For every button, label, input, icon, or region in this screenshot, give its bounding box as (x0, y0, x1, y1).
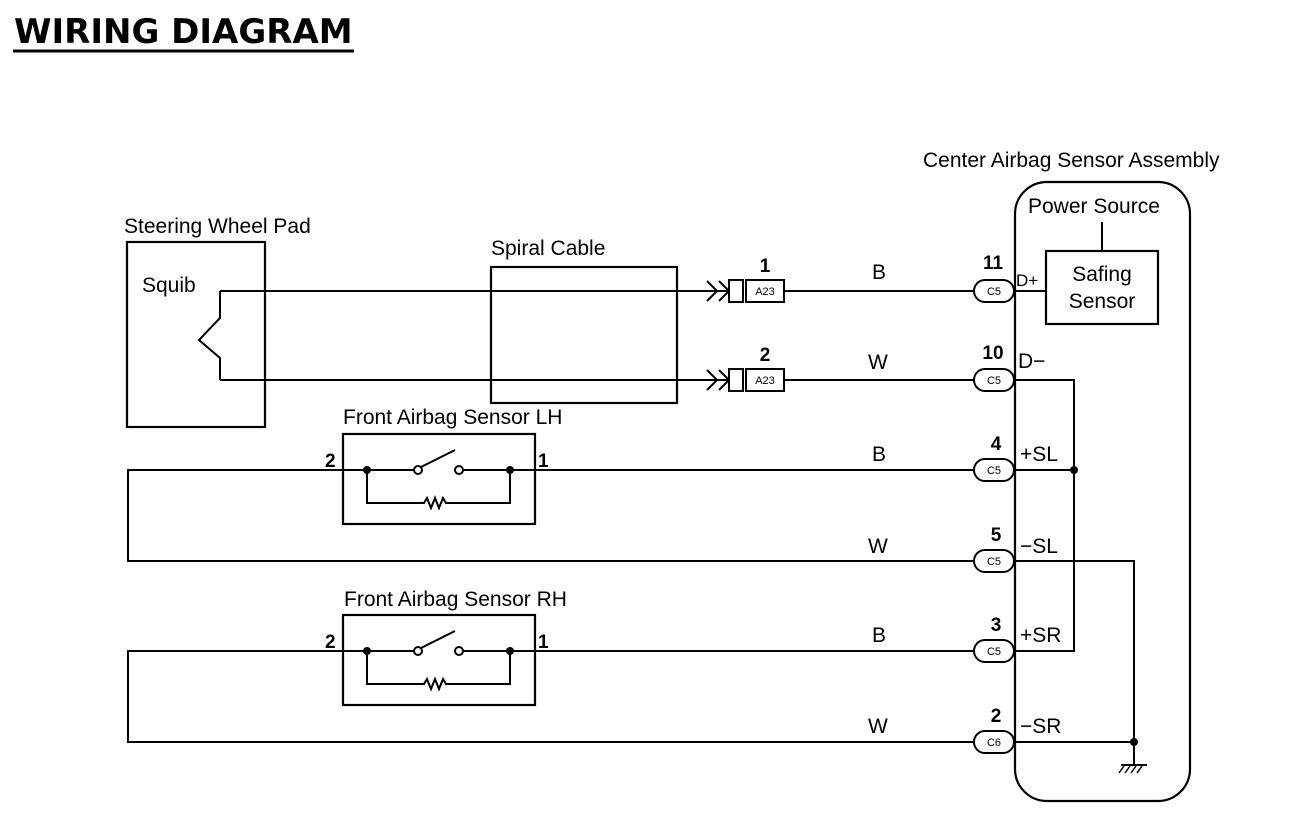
connector-c5-pin5: C5 5 (973, 525, 1015, 573)
safing-sensor-label: Safing (1072, 263, 1132, 286)
steering-wheel-pad: Steering Wheel Pad Squib (124, 215, 311, 429)
connector-box (973, 458, 1015, 482)
resistor-symbol (366, 651, 511, 692)
page-title: WIRING DIAGRAM (14, 12, 353, 52)
front-sensor-rh-box (341, 613, 537, 707)
terminal-label: D− (1018, 350, 1045, 373)
junction-dot (363, 647, 371, 655)
front-sensor-rh-label: Front Airbag Sensor RH (344, 588, 567, 611)
wire-color-label: W (868, 351, 888, 374)
squib-label: Squib (142, 274, 196, 297)
pin-number: 10 (982, 343, 1003, 364)
connector-c5-pin4: C5 4 (973, 434, 1015, 482)
pin-number: 3 (991, 615, 1002, 636)
wire-w-lh (127, 469, 974, 562)
sensor-pin-1: 1 (538, 632, 549, 653)
terminal-label: D+ (1016, 271, 1038, 290)
wire-color-label: B (872, 443, 886, 466)
steering-wheel-pad-box (125, 240, 267, 429)
junction-dot (1070, 466, 1078, 474)
sensor-pin-1: 1 (538, 451, 549, 472)
spiral-cable-box (489, 265, 679, 405)
center-airbag-sensor-assembly: Center Airbag Sensor Assembly Power Sour… (923, 149, 1220, 803)
connector-label: A23 (755, 375, 775, 387)
connector-box (973, 549, 1015, 573)
spiral-cable-label: Spiral Cable (491, 237, 605, 260)
front-sensor-lh-label: Front Airbag Sensor LH (343, 406, 562, 429)
resistor-symbol (366, 470, 511, 511)
connector-c5-pin3: C5 3 (973, 615, 1015, 663)
sensor-pin-2: 2 (325, 451, 336, 472)
power-source-label: Power Source (1028, 195, 1160, 218)
connector-a23-pin2: A23 2 (728, 345, 785, 392)
connector-housing (728, 368, 744, 392)
pin-number: 2 (760, 345, 771, 366)
junction-dot (363, 466, 371, 474)
terminal-label: −SL (1020, 535, 1058, 558)
connector-housing (728, 279, 744, 303)
connector-c5-pin11: C5 11 (973, 253, 1015, 303)
ground-icon (1118, 764, 1147, 774)
connector-arrow (706, 369, 719, 391)
wire-color-label: B (872, 261, 886, 284)
switch-contact (413, 646, 423, 656)
pin-number: 5 (991, 525, 1002, 546)
switch-contact (454, 646, 464, 656)
wire-w-rh (127, 650, 974, 743)
connector-arrow (706, 280, 719, 302)
switch-blade (420, 449, 456, 468)
internal-wire (1015, 560, 1135, 743)
junction-dot (506, 647, 514, 655)
connector-label: A23 (755, 286, 775, 298)
center-assembly-label: Center Airbag Sensor Assembly (923, 149, 1220, 172)
connector-box (973, 368, 1015, 392)
safing-sensor-box (1044, 249, 1160, 326)
center-assembly-box (1013, 180, 1192, 803)
connector-box (973, 730, 1015, 754)
safing-sensor-label: Sensor (1069, 290, 1136, 313)
internal-wire (1015, 379, 1075, 652)
squib-symbol (197, 291, 221, 380)
switch-contact (413, 465, 423, 475)
connector-label: C5 (987, 375, 1001, 387)
connector-box (973, 639, 1015, 663)
terminal-label: +SR (1020, 624, 1061, 647)
pin-number: 4 (991, 434, 1002, 455)
pin-number: 11 (983, 253, 1004, 274)
connector-c6-pin2: C6 2 (973, 706, 1015, 754)
pin-number: 2 (991, 706, 1002, 727)
switch-blade (420, 630, 456, 649)
connector-label: C5 (987, 556, 1001, 568)
connector-box (973, 279, 1015, 303)
junction-dot (506, 466, 514, 474)
wire-color-label: W (868, 535, 888, 558)
connector-label: C5 (987, 286, 1001, 298)
connector-a23-pin1: A23 1 (728, 256, 785, 303)
connector-label: C6 (987, 737, 1001, 749)
connector-c5-pin10: C5 10 (973, 343, 1015, 392)
wire-color-label: W (868, 715, 888, 738)
switch-contact (454, 465, 464, 475)
front-airbag-sensor-lh: Front Airbag Sensor LH 2 1 (325, 406, 562, 526)
sensor-pin-2: 2 (325, 632, 336, 653)
terminal-label: −SR (1020, 715, 1061, 738)
connector-label: C5 (987, 465, 1001, 477)
connector-label: C5 (987, 646, 1001, 658)
terminal-label: +SL (1020, 443, 1058, 466)
spiral-cable: Spiral Cable (489, 237, 679, 405)
wire-color-label: B (872, 624, 886, 647)
front-airbag-sensor-rh: Front Airbag Sensor RH 2 1 (325, 588, 567, 707)
steering-wheel-pad-label: Steering Wheel Pad (124, 215, 311, 238)
pin-number: 1 (760, 256, 771, 277)
front-sensor-lh-box (341, 432, 537, 526)
